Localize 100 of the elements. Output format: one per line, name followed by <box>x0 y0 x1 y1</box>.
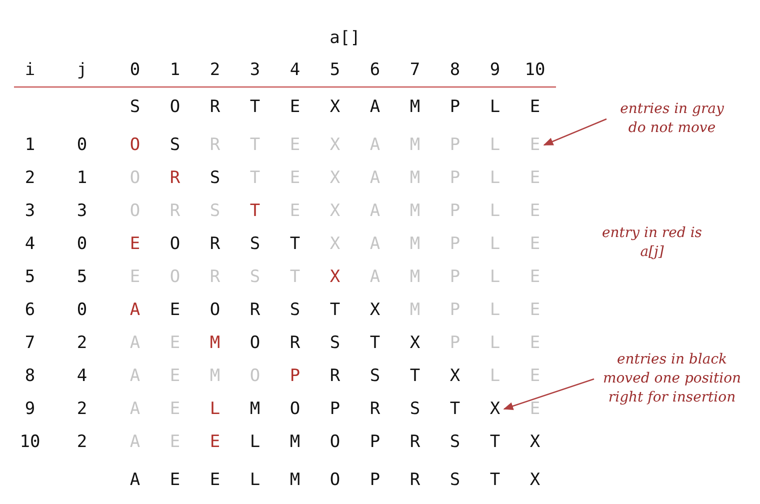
array-entry: L <box>490 135 500 155</box>
array-entry: E <box>130 267 140 287</box>
array-entry: E <box>290 168 300 188</box>
leader-line <box>503 378 594 410</box>
array-entry: L <box>490 300 500 320</box>
array-entry: E <box>530 168 540 188</box>
column-header: 1 <box>170 60 180 80</box>
row-index: 8 <box>24 366 36 386</box>
array-entry: P <box>450 135 460 155</box>
array-entry: X <box>490 399 500 419</box>
array-entry: T <box>290 267 300 287</box>
array-entry: E <box>530 135 540 155</box>
array-entry: M <box>290 432 300 452</box>
row-index: 5 <box>24 267 36 287</box>
row-index: 3 <box>24 201 36 221</box>
array-entry: E <box>530 399 540 419</box>
array-entry: L <box>490 267 500 287</box>
array-entry: T <box>290 234 300 254</box>
row-index: 6 <box>24 300 36 320</box>
array-entry: M <box>410 168 420 188</box>
array-entry: E <box>210 470 220 490</box>
row-index: 0 <box>76 234 88 254</box>
array-entry: O <box>170 97 180 117</box>
column-header: j <box>76 60 88 80</box>
array-entry: A <box>370 234 380 254</box>
array-entry: S <box>250 234 260 254</box>
array-entry: E <box>290 201 300 221</box>
array-entry: E <box>530 267 540 287</box>
array-entry: R <box>410 432 420 452</box>
column-header: 8 <box>450 60 460 80</box>
array-entry: S <box>450 432 460 452</box>
array-entry: A <box>130 432 140 452</box>
array-entry: R <box>210 135 220 155</box>
array-entry: E <box>530 333 540 353</box>
array-entry: P <box>450 300 460 320</box>
array-entry: T <box>490 432 500 452</box>
array-entry: T <box>250 201 260 221</box>
array-entry: P <box>370 470 380 490</box>
array-entry: T <box>250 168 260 188</box>
array-entry: R <box>210 97 220 117</box>
array-entry: O <box>130 168 140 188</box>
array-entry: T <box>410 366 420 386</box>
row-index: 1 <box>24 135 36 155</box>
array-entry: X <box>410 333 420 353</box>
column-header: 3 <box>250 60 260 80</box>
array-entry: R <box>330 366 340 386</box>
array-entry: M <box>410 97 420 117</box>
array-entry: E <box>170 432 180 452</box>
array-entry: L <box>490 366 500 386</box>
array-entry: P <box>450 97 460 117</box>
array-entry: E <box>210 432 220 452</box>
array-entry: M <box>210 333 220 353</box>
column-header: 7 <box>410 60 420 80</box>
column-header: 10 <box>524 60 546 80</box>
array-entry: T <box>250 135 260 155</box>
row-index: 3 <box>76 201 88 221</box>
array-entry: T <box>370 333 380 353</box>
row-index: 9 <box>24 399 36 419</box>
array-entry: P <box>330 399 340 419</box>
array-entry: O <box>330 470 340 490</box>
array-entry: R <box>170 168 180 188</box>
array-entry: O <box>250 366 260 386</box>
array-entry: A <box>370 168 380 188</box>
array-entry: O <box>130 201 140 221</box>
array-name: a[] <box>330 28 360 48</box>
array-entry: R <box>210 234 220 254</box>
array-entry: P <box>450 333 460 353</box>
array-entry: S <box>450 470 460 490</box>
row-index: 2 <box>76 432 88 452</box>
array-entry: X <box>330 201 340 221</box>
row-index: 2 <box>76 399 88 419</box>
array-entry: O <box>210 300 220 320</box>
array-entry: A <box>370 267 380 287</box>
array-entry: X <box>370 300 380 320</box>
array-entry: T <box>330 300 340 320</box>
column-header: 6 <box>370 60 380 80</box>
row-index: 0 <box>76 300 88 320</box>
row-index: 0 <box>76 135 88 155</box>
array-entry: P <box>290 366 300 386</box>
array-entry: O <box>170 234 180 254</box>
array-entry: O <box>130 135 140 155</box>
array-entry: E <box>170 399 180 419</box>
array-entry: L <box>490 97 500 117</box>
array-entry: S <box>290 300 300 320</box>
array-entry: O <box>290 399 300 419</box>
array-entry: E <box>170 470 180 490</box>
array-entry: E <box>170 366 180 386</box>
array-entry: L <box>490 333 500 353</box>
array-entry: E <box>530 234 540 254</box>
array-entry: X <box>450 366 460 386</box>
column-header: 2 <box>210 60 220 80</box>
row-index: 7 <box>24 333 36 353</box>
array-entry: R <box>370 399 380 419</box>
array-entry: L <box>250 432 260 452</box>
array-entry: S <box>210 168 220 188</box>
array-entry: X <box>530 470 540 490</box>
array-entry: M <box>410 201 420 221</box>
array-entry: P <box>370 432 380 452</box>
array-entry: P <box>450 267 460 287</box>
array-entry: P <box>450 234 460 254</box>
